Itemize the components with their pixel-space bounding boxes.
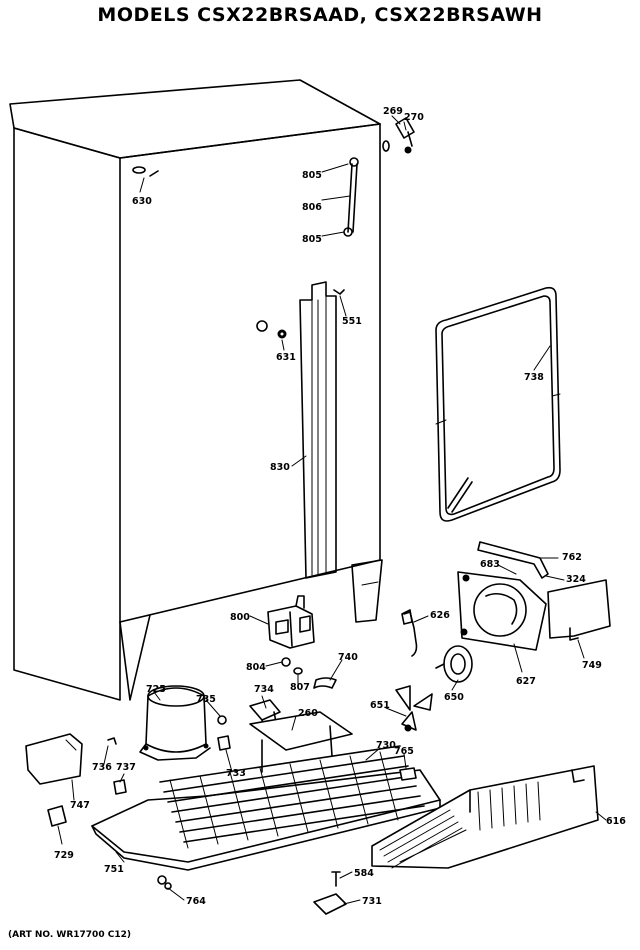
- leader-lines: [57, 115, 607, 905]
- label-733: 733: [226, 768, 246, 779]
- label-729: 729: [54, 850, 74, 861]
- compressor: [139, 685, 211, 761]
- part-764: [157, 875, 167, 885]
- bracket-731: [313, 893, 347, 915]
- label-806: 806: [302, 202, 322, 213]
- label-734: 734: [254, 684, 274, 695]
- label-804: 804: [246, 662, 266, 673]
- screw-584: [331, 871, 341, 887]
- part-765: [399, 767, 417, 781]
- part-labels: 269 270 805 806 805 630 551 631 738 830 …: [54, 106, 626, 907]
- label-651: 651: [370, 700, 390, 711]
- label-738: 738: [524, 372, 544, 383]
- rear-grille: [371, 765, 599, 869]
- label-730: 730: [376, 740, 396, 751]
- knob-804: [281, 657, 291, 667]
- part-807: [293, 667, 303, 675]
- label-584: 584: [354, 868, 374, 879]
- relay-733: [217, 735, 231, 751]
- top-hinge: [382, 117, 415, 154]
- cover-panel: [547, 579, 611, 641]
- label-805-top: 805: [302, 170, 322, 181]
- label-725: 725: [146, 684, 166, 695]
- clip-551: [333, 289, 345, 295]
- label-830: 830: [270, 462, 290, 473]
- fan-motor: [435, 645, 473, 683]
- part-740: [313, 677, 337, 689]
- label-630: 630: [132, 196, 152, 207]
- thermistor-626: [403, 611, 418, 657]
- label-683: 683: [480, 559, 500, 570]
- label-260: 260: [298, 708, 318, 719]
- label-807: 807: [290, 682, 310, 693]
- label-805-bottom: 805: [302, 234, 322, 245]
- drain-pan: [249, 711, 353, 751]
- cabinet: [9, 79, 383, 701]
- label-551: 551: [342, 316, 362, 327]
- label-731: 731: [362, 896, 382, 907]
- label-736: 736: [92, 762, 112, 773]
- label-764: 764: [186, 896, 206, 907]
- label-765: 765: [394, 746, 414, 757]
- door-stop-bracket: [343, 157, 359, 237]
- clip-736: [107, 737, 117, 745]
- label-627: 627: [516, 676, 536, 687]
- grommet-735: [217, 715, 227, 725]
- damper-control: [267, 595, 315, 649]
- label-616: 616: [606, 816, 626, 827]
- label-747: 747: [70, 800, 90, 811]
- bracket-734: [249, 699, 281, 721]
- label-324: 324: [566, 574, 586, 585]
- label-740: 740: [338, 652, 358, 663]
- door-gasket: [435, 286, 561, 522]
- label-735: 735: [196, 694, 216, 705]
- label-800: 800: [230, 612, 250, 623]
- art-number: (ART NO. WR17700 C12): [8, 930, 131, 940]
- label-751: 751: [104, 864, 124, 875]
- page-title: MODELS CSX22BRSAAD, CSX22BRSAWH: [97, 4, 543, 26]
- condenser-coil: [159, 745, 425, 849]
- fan-shroud: [457, 571, 547, 651]
- fan-blade: [395, 685, 433, 732]
- label-269: 269: [383, 106, 403, 117]
- label-650: 650: [444, 692, 464, 703]
- bracket-747: [25, 733, 83, 785]
- label-631: 631: [276, 352, 296, 363]
- label-737: 737: [116, 762, 136, 773]
- label-626: 626: [430, 610, 450, 621]
- label-749: 749: [582, 660, 602, 671]
- part-729: [47, 805, 67, 827]
- label-762: 762: [562, 552, 582, 563]
- label-270: 270: [404, 112, 424, 123]
